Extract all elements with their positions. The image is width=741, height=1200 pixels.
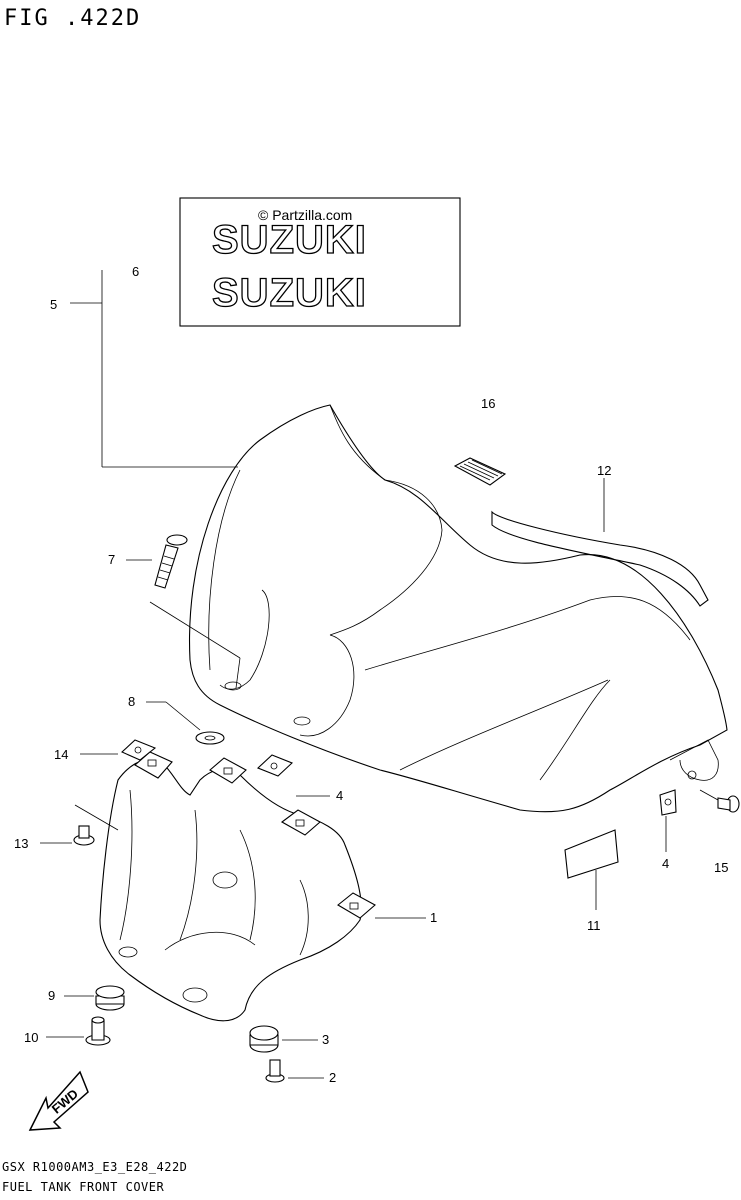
part-2-bolt — [265, 1059, 324, 1083]
part-4-clip-right — [659, 789, 677, 852]
part-13-screw — [40, 804, 119, 846]
callout-3: 3 — [322, 1032, 330, 1047]
part-7-bolt — [126, 534, 241, 689]
figure-caption: FUEL TANK FRONT COVER — [2, 1180, 165, 1194]
part-9-grommet — [64, 985, 125, 1011]
callout-15: 15 — [714, 860, 729, 875]
callout-7: 7 — [108, 552, 116, 567]
callout-14: 14 — [54, 747, 69, 762]
decal-logo-lower: SUZUKI — [212, 271, 367, 315]
callout-12: 12 — [597, 463, 612, 478]
callout-6: 6 — [132, 264, 140, 279]
callout-1: 1 — [430, 910, 438, 925]
decal-box: © Partzilla.com SUZUKI SUZUKI — [179, 197, 461, 327]
model-code: GSX R1000AM3_E3_E28_422D — [2, 1160, 188, 1174]
part-8-washer — [146, 701, 225, 745]
part-16-pad — [453, 457, 507, 486]
callout-8: 8 — [128, 694, 136, 709]
decal-logo-upper: SUZUKI — [212, 218, 367, 262]
part-12-seal — [491, 478, 709, 607]
callout-10: 10 — [24, 1030, 39, 1045]
callout-13: 13 — [14, 836, 29, 851]
callout-16: 16 — [481, 396, 496, 411]
part-15-screw — [699, 789, 740, 813]
callout-5: 5 — [50, 297, 58, 312]
part-4-clip-upper — [256, 754, 330, 797]
callout-4-upper: 4 — [336, 788, 344, 803]
figure-title: FIG .422D — [4, 6, 142, 31]
callout-11: 11 — [587, 918, 601, 933]
watermark-text: © Partzilla.com — [258, 207, 352, 223]
part-1-bracket — [99, 751, 426, 1022]
fuel-tank-cover — [188, 404, 728, 813]
callout-9: 9 — [48, 988, 56, 1003]
callout-2: 2 — [329, 1070, 337, 1085]
part-14-clip — [80, 739, 157, 761]
part-10-collar — [46, 1016, 111, 1046]
fwd-arrow: FWD — [28, 1070, 89, 1131]
part-11-label — [564, 829, 619, 910]
callout-4-right: 4 — [662, 856, 670, 871]
part-3-grommet — [249, 1025, 318, 1053]
leader-5 — [70, 270, 238, 468]
